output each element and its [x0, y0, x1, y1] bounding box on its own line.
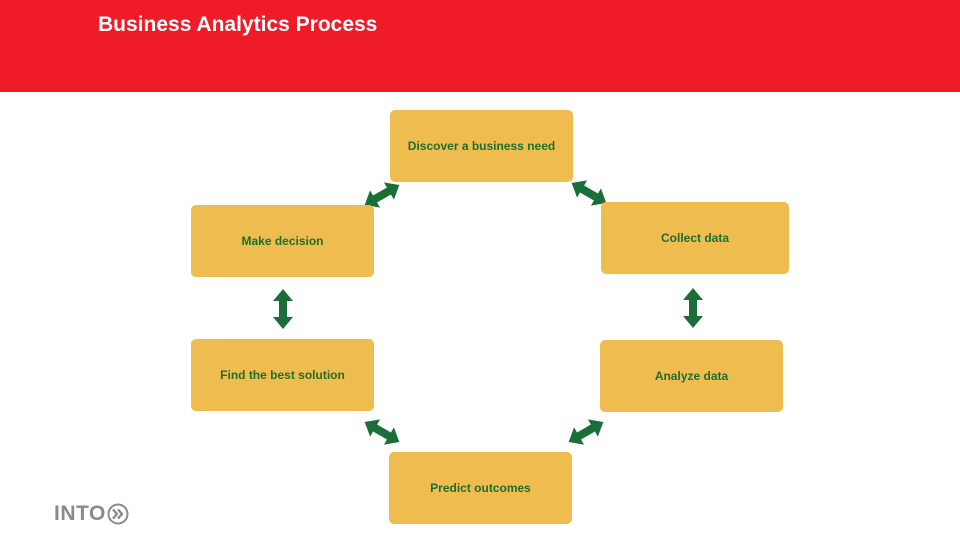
arrow-predict-find — [359, 413, 405, 451]
arrow-collect-analyze — [683, 288, 703, 328]
double-chevron-circle-icon — [107, 503, 129, 525]
logo-text: INTO — [54, 502, 106, 525]
arrow-find-make — [273, 289, 293, 329]
node-analyze-data: Analyze data — [600, 340, 783, 412]
node-collect-data: Collect data — [601, 202, 789, 274]
node-make-decision: Make decision — [191, 205, 374, 277]
node-find-best-solution: Find the best solution — [191, 339, 374, 411]
node-discover-business-need: Discover a business need — [390, 110, 573, 182]
arrow-analyze-predict — [563, 413, 609, 451]
into-logo: INTO — [54, 502, 129, 526]
header-banner: Business Analytics Process — [0, 0, 960, 92]
node-predict-outcomes: Predict outcomes — [389, 452, 572, 524]
slide-title: Business Analytics Process — [98, 13, 378, 36]
